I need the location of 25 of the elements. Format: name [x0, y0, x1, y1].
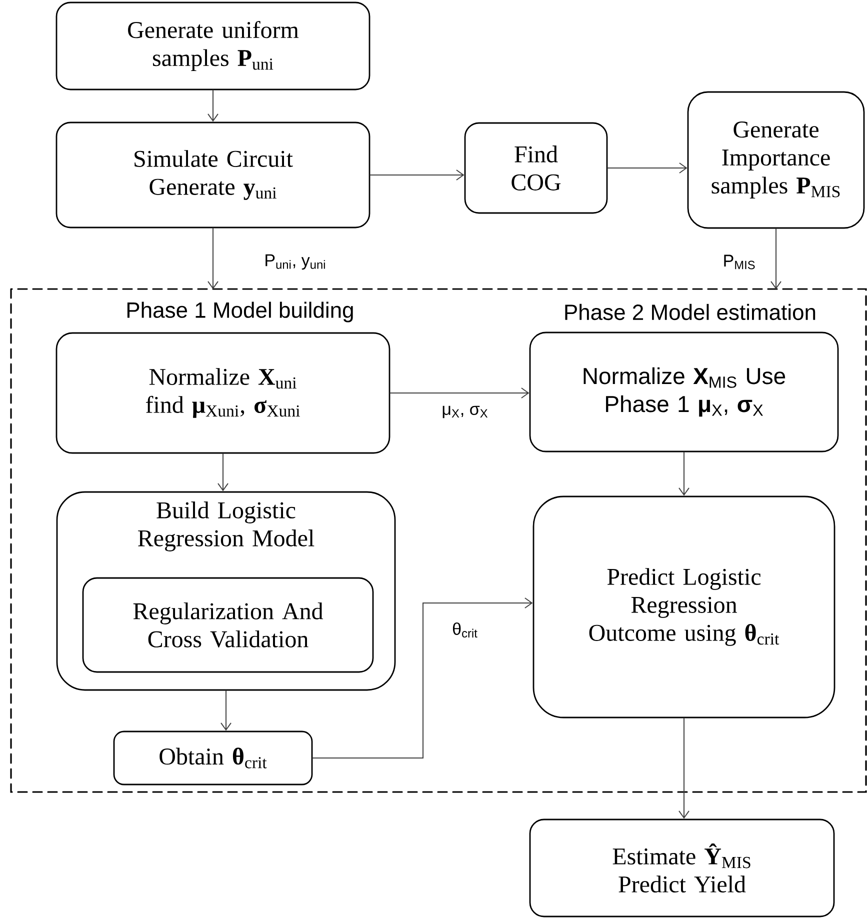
arrow — [607, 162, 688, 174]
process-box: Generate uniform samples P$_{uni}$ — [56, 2, 370, 90]
edge-label: θ$_{crit}$ — [451, 621, 479, 639]
process-box: Predict Logistic Regression Outcome using θ$_{crit}$ — [532, 496, 836, 718]
arrow — [390, 388, 530, 398]
process-box: Regularization And Cross Validation — [82, 577, 374, 673]
process-box: Simulate Circuit Generate y$_{uni}$ — [56, 122, 370, 228]
arrow — [208, 228, 218, 290]
edge-label: P$_{uni}$, y$_{uni}$ — [263, 253, 328, 271]
process-box: Normalize X$_{MIS}$ Use Phase 1 μ$_{X}$, σ$_{X}$ — [529, 332, 839, 452]
arrow — [218, 453, 228, 492]
arrow — [770, 228, 782, 290]
process-box: Normalize X$_{uni}$ find μ$_{Xuni}$, σ$_{Xuni}$ — [56, 332, 390, 454]
arrow — [208, 90, 218, 122]
process-box: Generate Importance samples P$_{MIS}$ — [687, 91, 865, 229]
arrow — [220, 690, 232, 731]
arrow — [678, 718, 690, 819]
arrow — [312, 598, 533, 758]
edge-label: P$_{MIS}$ — [722, 254, 757, 270]
arrow — [370, 170, 464, 180]
edge-label: μ$_{X}$, σ$_{X}$ — [440, 404, 490, 420]
arrow — [678, 452, 690, 496]
process-box: Find COG — [464, 122, 608, 214]
process-box: Estimate Ŷ$_{MIS}$ Predict Yield — [529, 818, 835, 918]
process-box: Obtain θ$_{crit}$ — [113, 730, 313, 786]
